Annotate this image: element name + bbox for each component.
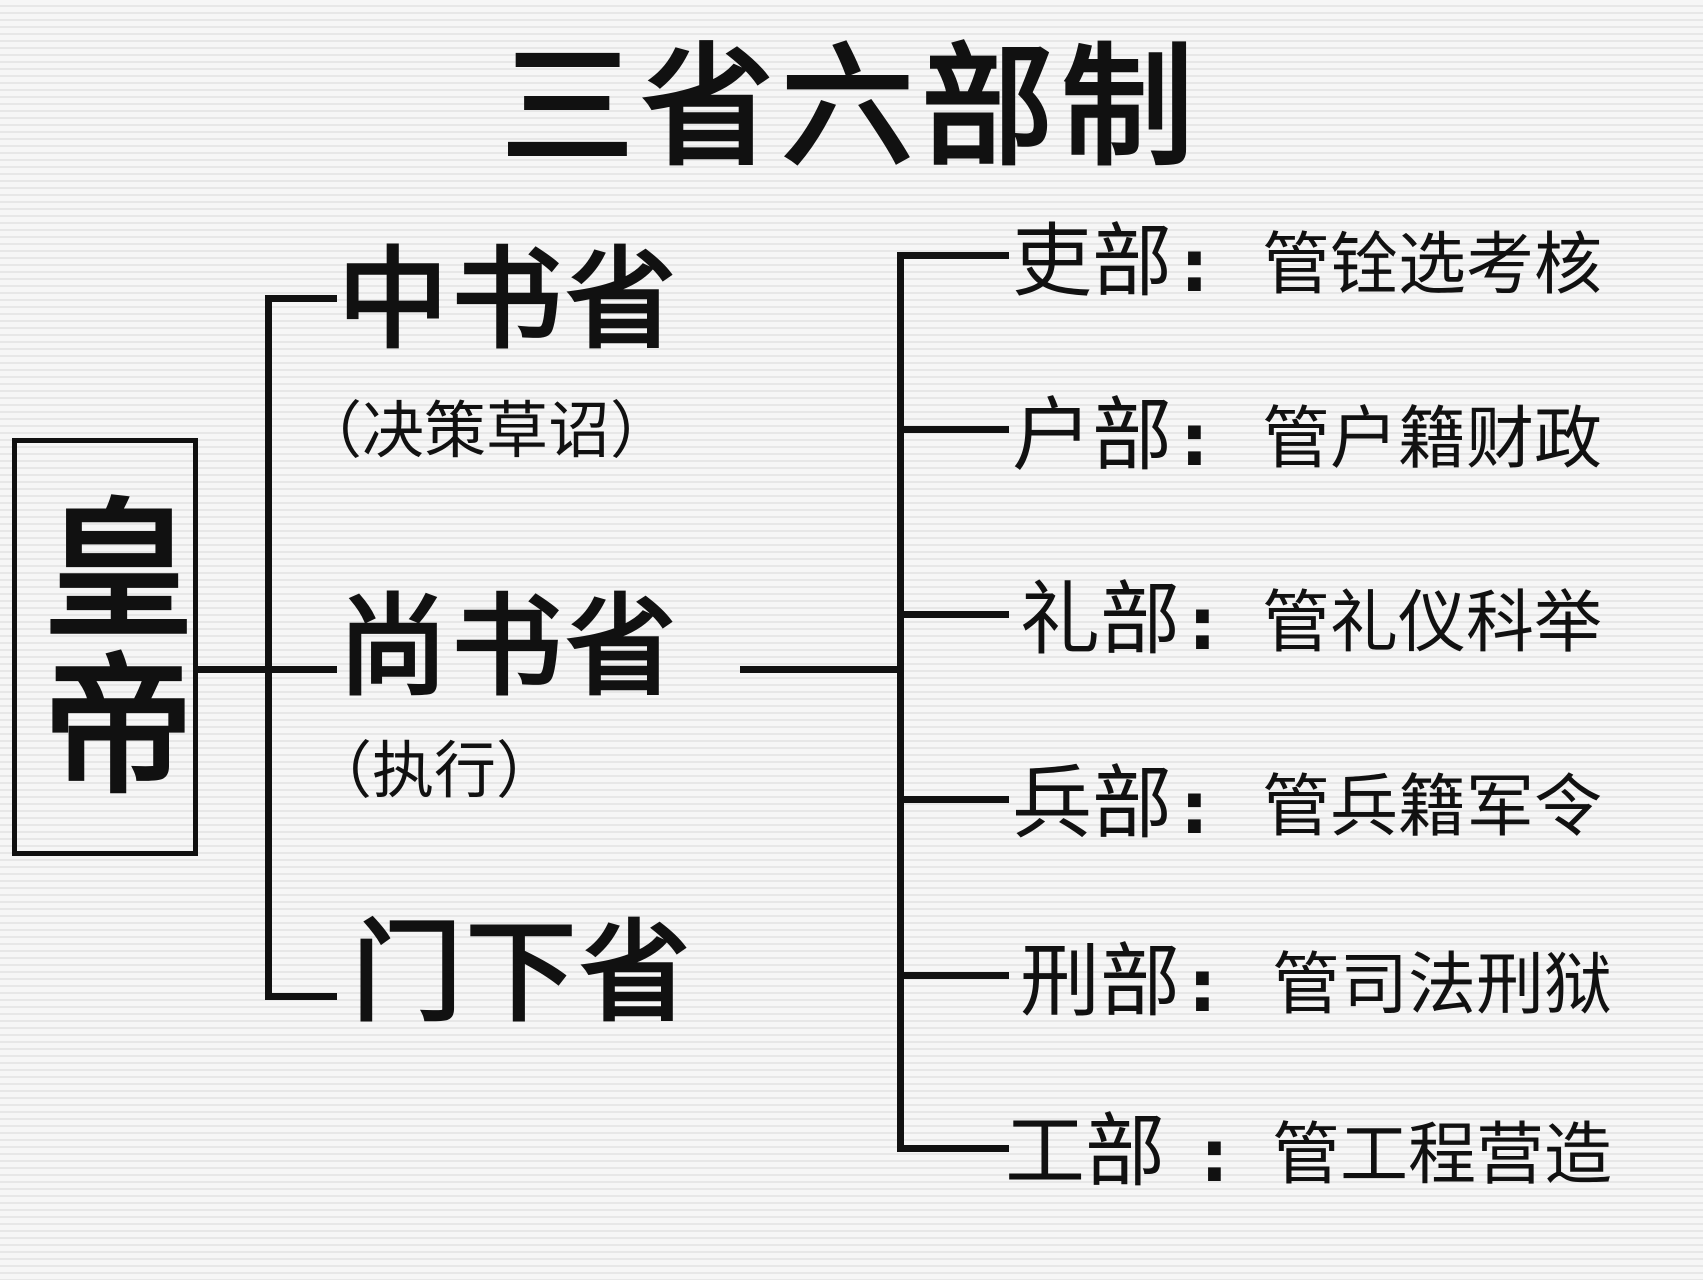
- ministry-li-personnel-colon: :: [1180, 224, 1209, 308]
- shangshu-connector-line: [740, 666, 900, 673]
- ministry-xing-duty: 管司法刑狱: [1272, 946, 1613, 1025]
- ministry-hu: 户部: [1012, 389, 1172, 482]
- branch-line-li-rites: [897, 611, 1009, 618]
- ministries-vertical-line: [897, 252, 904, 1152]
- ministry-xing-colon: :: [1188, 944, 1217, 1028]
- ministry-li-rites-duty: 管礼仪科举: [1262, 584, 1603, 663]
- branch-line-hu: [897, 426, 1009, 433]
- ministry-bing-colon: :: [1180, 766, 1209, 850]
- ministry-gong-duty: 管工程营造: [1272, 1116, 1613, 1195]
- ministry-li-rites-colon: :: [1188, 582, 1217, 666]
- ministry-xing: 刑部: [1020, 935, 1180, 1028]
- ministry-hu-colon: :: [1180, 398, 1209, 482]
- ministry-gong-colon: :: [1200, 1114, 1229, 1198]
- emperor-connector-line: [198, 666, 268, 673]
- emperor-box: 皇帝: [12, 438, 198, 856]
- branch-line-bing: [897, 796, 1009, 803]
- branch-line-gong: [897, 1145, 1009, 1152]
- province-zhongshu: 中书省: [338, 236, 680, 364]
- province-shangshu: 尚书省: [338, 583, 680, 711]
- branch-line-shangshu: [265, 666, 337, 673]
- ministry-bing-duty: 管兵籍军令: [1262, 768, 1603, 847]
- ministry-bing: 兵部: [1012, 757, 1172, 850]
- ministry-li-personnel: 吏部: [1012, 215, 1172, 308]
- province-shangshu-note: （执行）: [310, 734, 559, 807]
- provinces-vertical-line: [265, 295, 272, 1000]
- ministry-li-rites: 礼部: [1020, 573, 1180, 666]
- ministry-gong: 工部: [1005, 1105, 1165, 1198]
- province-zhongshu-note: （决策草诏）: [300, 394, 673, 467]
- branch-line-xing: [897, 972, 1009, 979]
- ministry-hu-duty: 管户籍财政: [1262, 400, 1603, 479]
- emperor-label: 皇帝: [18, 491, 192, 803]
- branch-line-li-personnel: [897, 252, 1009, 259]
- branch-line-menxia: [265, 993, 337, 1000]
- ministry-li-personnel-duty: 管铨选考核: [1262, 226, 1603, 305]
- province-menxia: 门下省: [352, 909, 694, 1037]
- diagram-title: 三省六部制: [501, 31, 1202, 185]
- branch-line-zhongshu: [265, 295, 337, 302]
